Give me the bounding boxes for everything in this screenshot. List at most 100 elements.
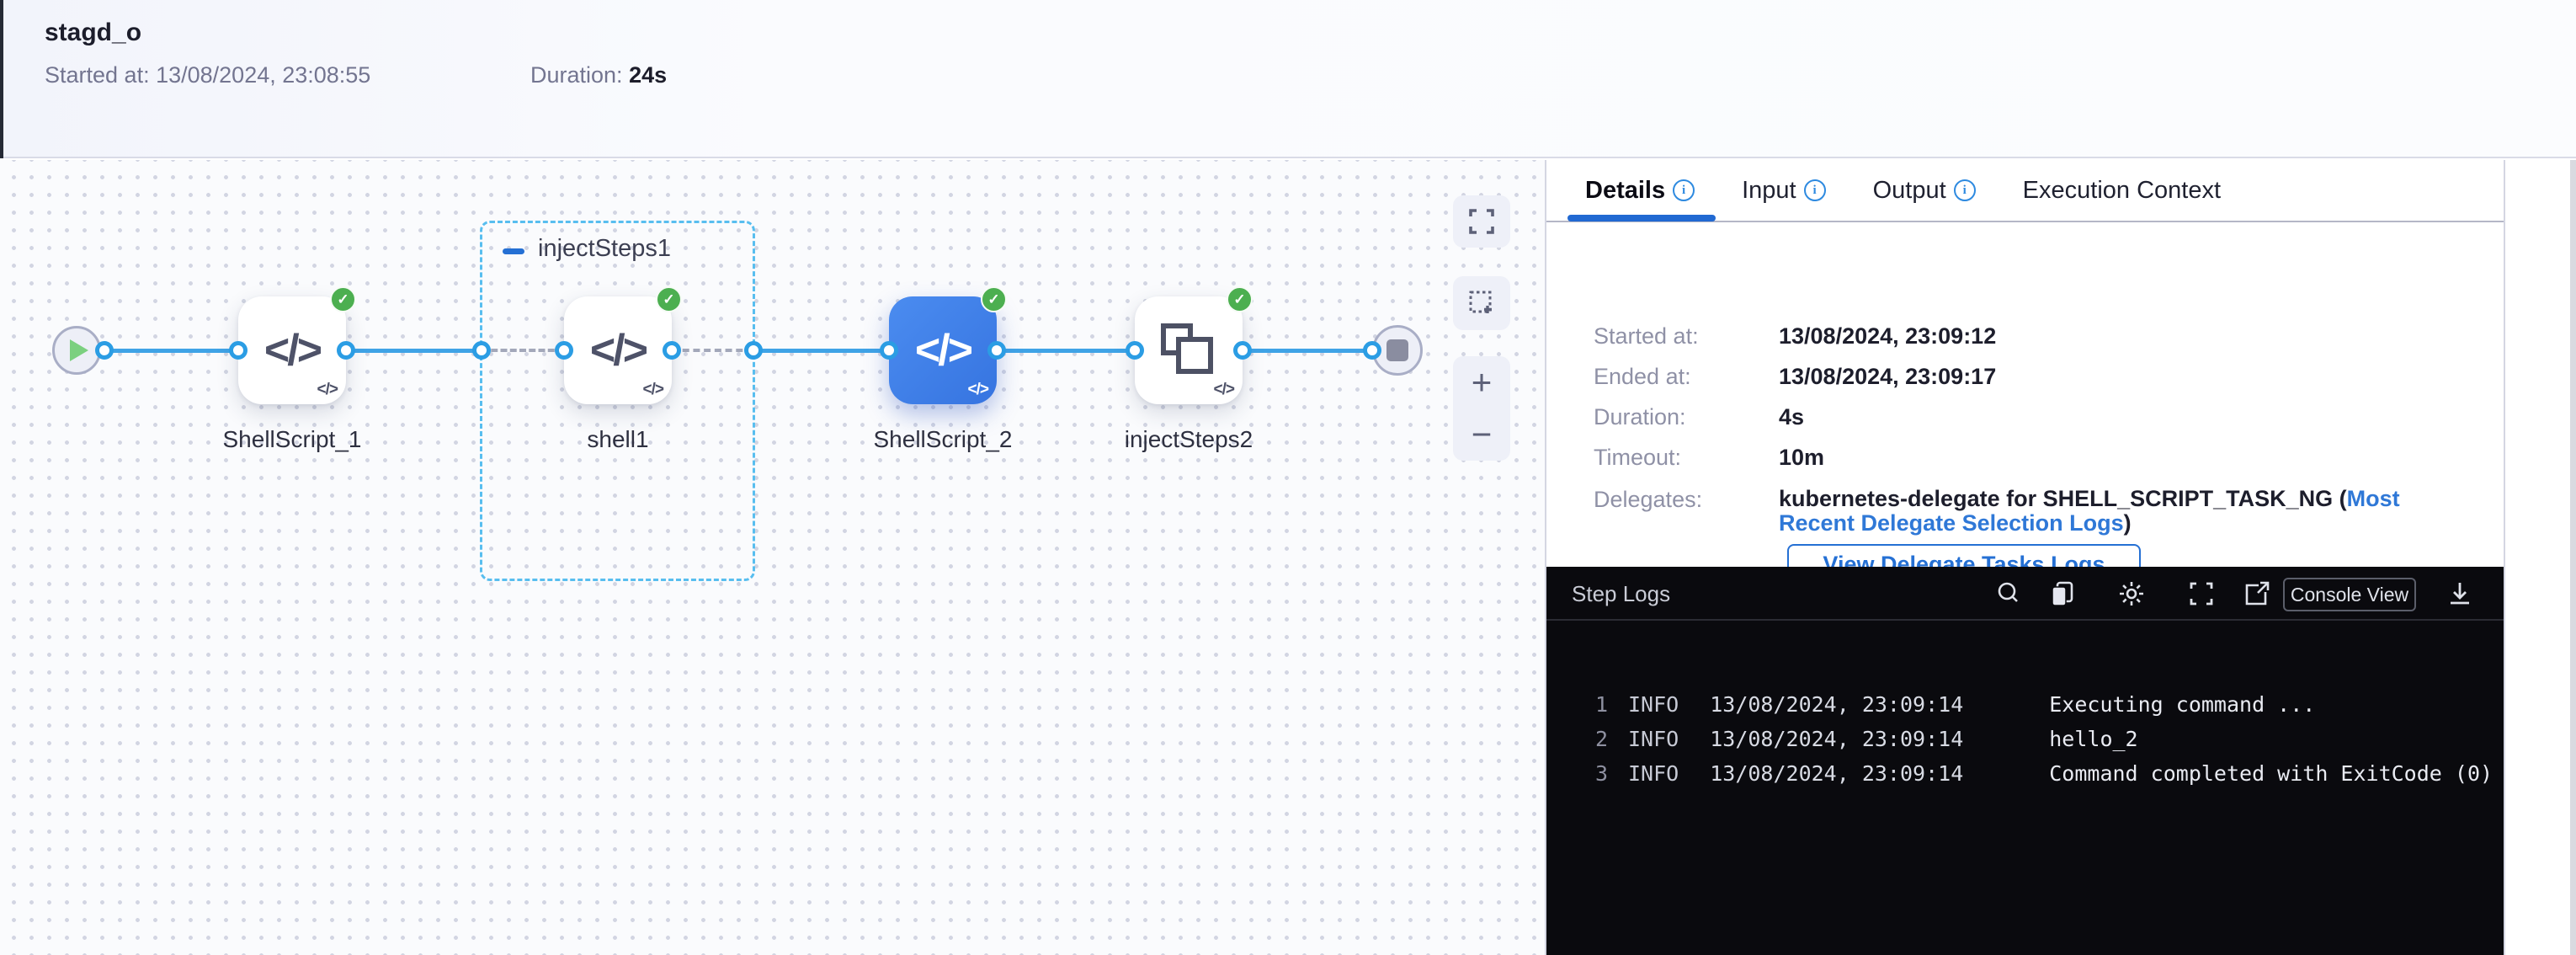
step-logs-title: Step Logs [1572, 581, 1670, 607]
port [472, 341, 491, 360]
step-group-icon [1161, 323, 1216, 377]
success-badge-icon: ✓ [656, 286, 682, 312]
tab-input[interactable]: Input i [1742, 177, 1826, 205]
zoom-out-icon[interactable]: − [1472, 418, 1493, 451]
started-label: Started at: [45, 62, 150, 88]
success-badge-icon: ✓ [981, 286, 1007, 312]
duration-label: Duration: [530, 62, 623, 88]
step-node-injectsteps2[interactable]: </> ✓ [1135, 296, 1243, 404]
settings-gear-icon[interactable] [2116, 579, 2147, 609]
log-line: 2 INFO 13/08/2024, 23:09:14 hello_2 [1546, 722, 2138, 756]
delegates-label: Delegates: [1594, 487, 1702, 513]
port [337, 341, 355, 360]
fit-to-screen-button[interactable] [1453, 195, 1510, 248]
info-icon[interactable]: i [1804, 179, 1826, 201]
search-icon[interactable] [1993, 579, 2024, 609]
pipeline-canvas[interactable]: injectSteps1 </> </> ✓ </> </> ✓ </> </>… [0, 160, 1545, 955]
port [744, 341, 763, 360]
connector [997, 349, 1135, 353]
download-logs-icon[interactable] [2445, 579, 2475, 609]
connector [346, 349, 482, 353]
connector [1243, 349, 1372, 353]
port [880, 341, 898, 360]
log-message: Command completed with ExitCode (0) [2049, 761, 2493, 786]
port [987, 341, 1006, 360]
log-level: INFO [1628, 727, 1679, 751]
port [555, 341, 573, 360]
log-message: hello_2 [2049, 727, 2137, 751]
copy-icon[interactable] [2047, 579, 2078, 609]
detail-value: 10m [1779, 445, 1824, 471]
step-node-shellscript-1[interactable]: </> </> ✓ [238, 296, 346, 404]
connector [104, 349, 238, 353]
start-node [52, 326, 101, 375]
log-timestamp: 13/08/2024, 23:09:14 [1710, 727, 1963, 751]
log-message: Executing command ... [2049, 692, 2315, 717]
log-timestamp: 13/08/2024, 23:09:14 [1710, 692, 1963, 717]
tab-details[interactable]: Details i [1585, 177, 1695, 205]
stop-icon [1386, 339, 1408, 361]
delegates-value: kubernetes-delegate for SHELL_SCRIPT_TAS… [1779, 487, 2427, 536]
log-line-number: 1 [1546, 692, 1608, 717]
zoom-in-icon[interactable]: + [1472, 365, 1493, 399]
tab-output[interactable]: Output i [1873, 177, 1976, 205]
log-line-number: 3 [1546, 761, 1608, 786]
detail-label: Duration: [1594, 404, 1686, 430]
active-tab-underline [1567, 215, 1716, 221]
open-in-new-window-icon[interactable] [2242, 579, 2272, 609]
log-line: 3 INFO 13/08/2024, 23:09:14 Command comp… [1546, 756, 2493, 791]
stage-started-at: Started at: 13/08/2024, 23:08:55 [45, 62, 370, 88]
step-label[interactable]: injectSteps2 [1079, 426, 1298, 453]
detail-label: Timeout: [1594, 445, 1681, 471]
fullscreen-icon[interactable] [2186, 579, 2217, 609]
stage-duration: Duration: 24s [530, 62, 667, 88]
step-label[interactable]: shell1 [508, 426, 727, 453]
code-icon: </> [264, 325, 320, 376]
port [1363, 341, 1381, 360]
port [1126, 341, 1144, 360]
step-node-shellscript-2-selected[interactable]: </> </> ✓ [889, 296, 997, 404]
step-group-label[interactable]: injectSteps1 [538, 235, 671, 263]
play-icon [70, 339, 88, 361]
step-logs-panel: Step Logs [1546, 567, 2504, 955]
log-level: INFO [1628, 692, 1679, 717]
step-label[interactable]: ShellScript_1 [183, 426, 402, 453]
shell-type-icon: </> [643, 381, 663, 399]
detail-value: 13/08/2024, 23:09:17 [1779, 364, 1996, 390]
step-logs-header: Step Logs [1546, 567, 2504, 621]
duration-value: 24s [629, 62, 667, 88]
info-icon[interactable]: i [1673, 179, 1695, 201]
right-gutter [2504, 160, 2576, 955]
zoom-control[interactable]: + − [1453, 356, 1510, 461]
shell-type-icon: </> [968, 381, 988, 399]
marquee-select-button[interactable] [1453, 276, 1510, 330]
log-line: 1 INFO 13/08/2024, 23:09:14 Executing co… [1546, 687, 2315, 722]
log-level: INFO [1628, 761, 1679, 786]
detail-label: Ended at: [1594, 364, 1691, 390]
shell-type-icon: </> [1214, 381, 1234, 399]
tab-execution-context[interactable]: Execution Context [2023, 177, 2221, 205]
stage-title: stagd_o [45, 19, 141, 47]
code-icon: </> [915, 325, 971, 376]
details-section: Started at: 13/08/2024, 23:09:12 Ended a… [1546, 222, 2504, 567]
console-view-button[interactable]: Console View [2283, 578, 2416, 611]
success-badge-icon: ✓ [330, 286, 356, 312]
log-line-number: 2 [1546, 727, 1608, 751]
started-value: 13/08/2024, 23:08:55 [156, 62, 370, 88]
info-icon[interactable]: i [1954, 179, 1976, 201]
step-details-panel: Details i Input i Output i Execution Con… [1546, 160, 2504, 955]
detail-label: Started at: [1594, 323, 1699, 349]
scrollbar[interactable] [2570, 160, 2576, 955]
fit-to-screen-icon [1468, 208, 1495, 235]
success-badge-icon: ✓ [1227, 286, 1253, 312]
details-tabs: Details i Input i Output i Execution Con… [1546, 160, 2504, 222]
port [1233, 341, 1252, 360]
log-timestamp: 13/08/2024, 23:09:14 [1710, 761, 1963, 786]
code-icon: </> [590, 325, 646, 376]
detail-value: 4s [1779, 404, 1804, 430]
collapse-group-icon[interactable] [503, 248, 524, 254]
port [95, 341, 114, 360]
step-node-shell1[interactable]: </> </> ✓ [564, 296, 672, 404]
step-label[interactable]: ShellScript_2 [833, 426, 1052, 453]
